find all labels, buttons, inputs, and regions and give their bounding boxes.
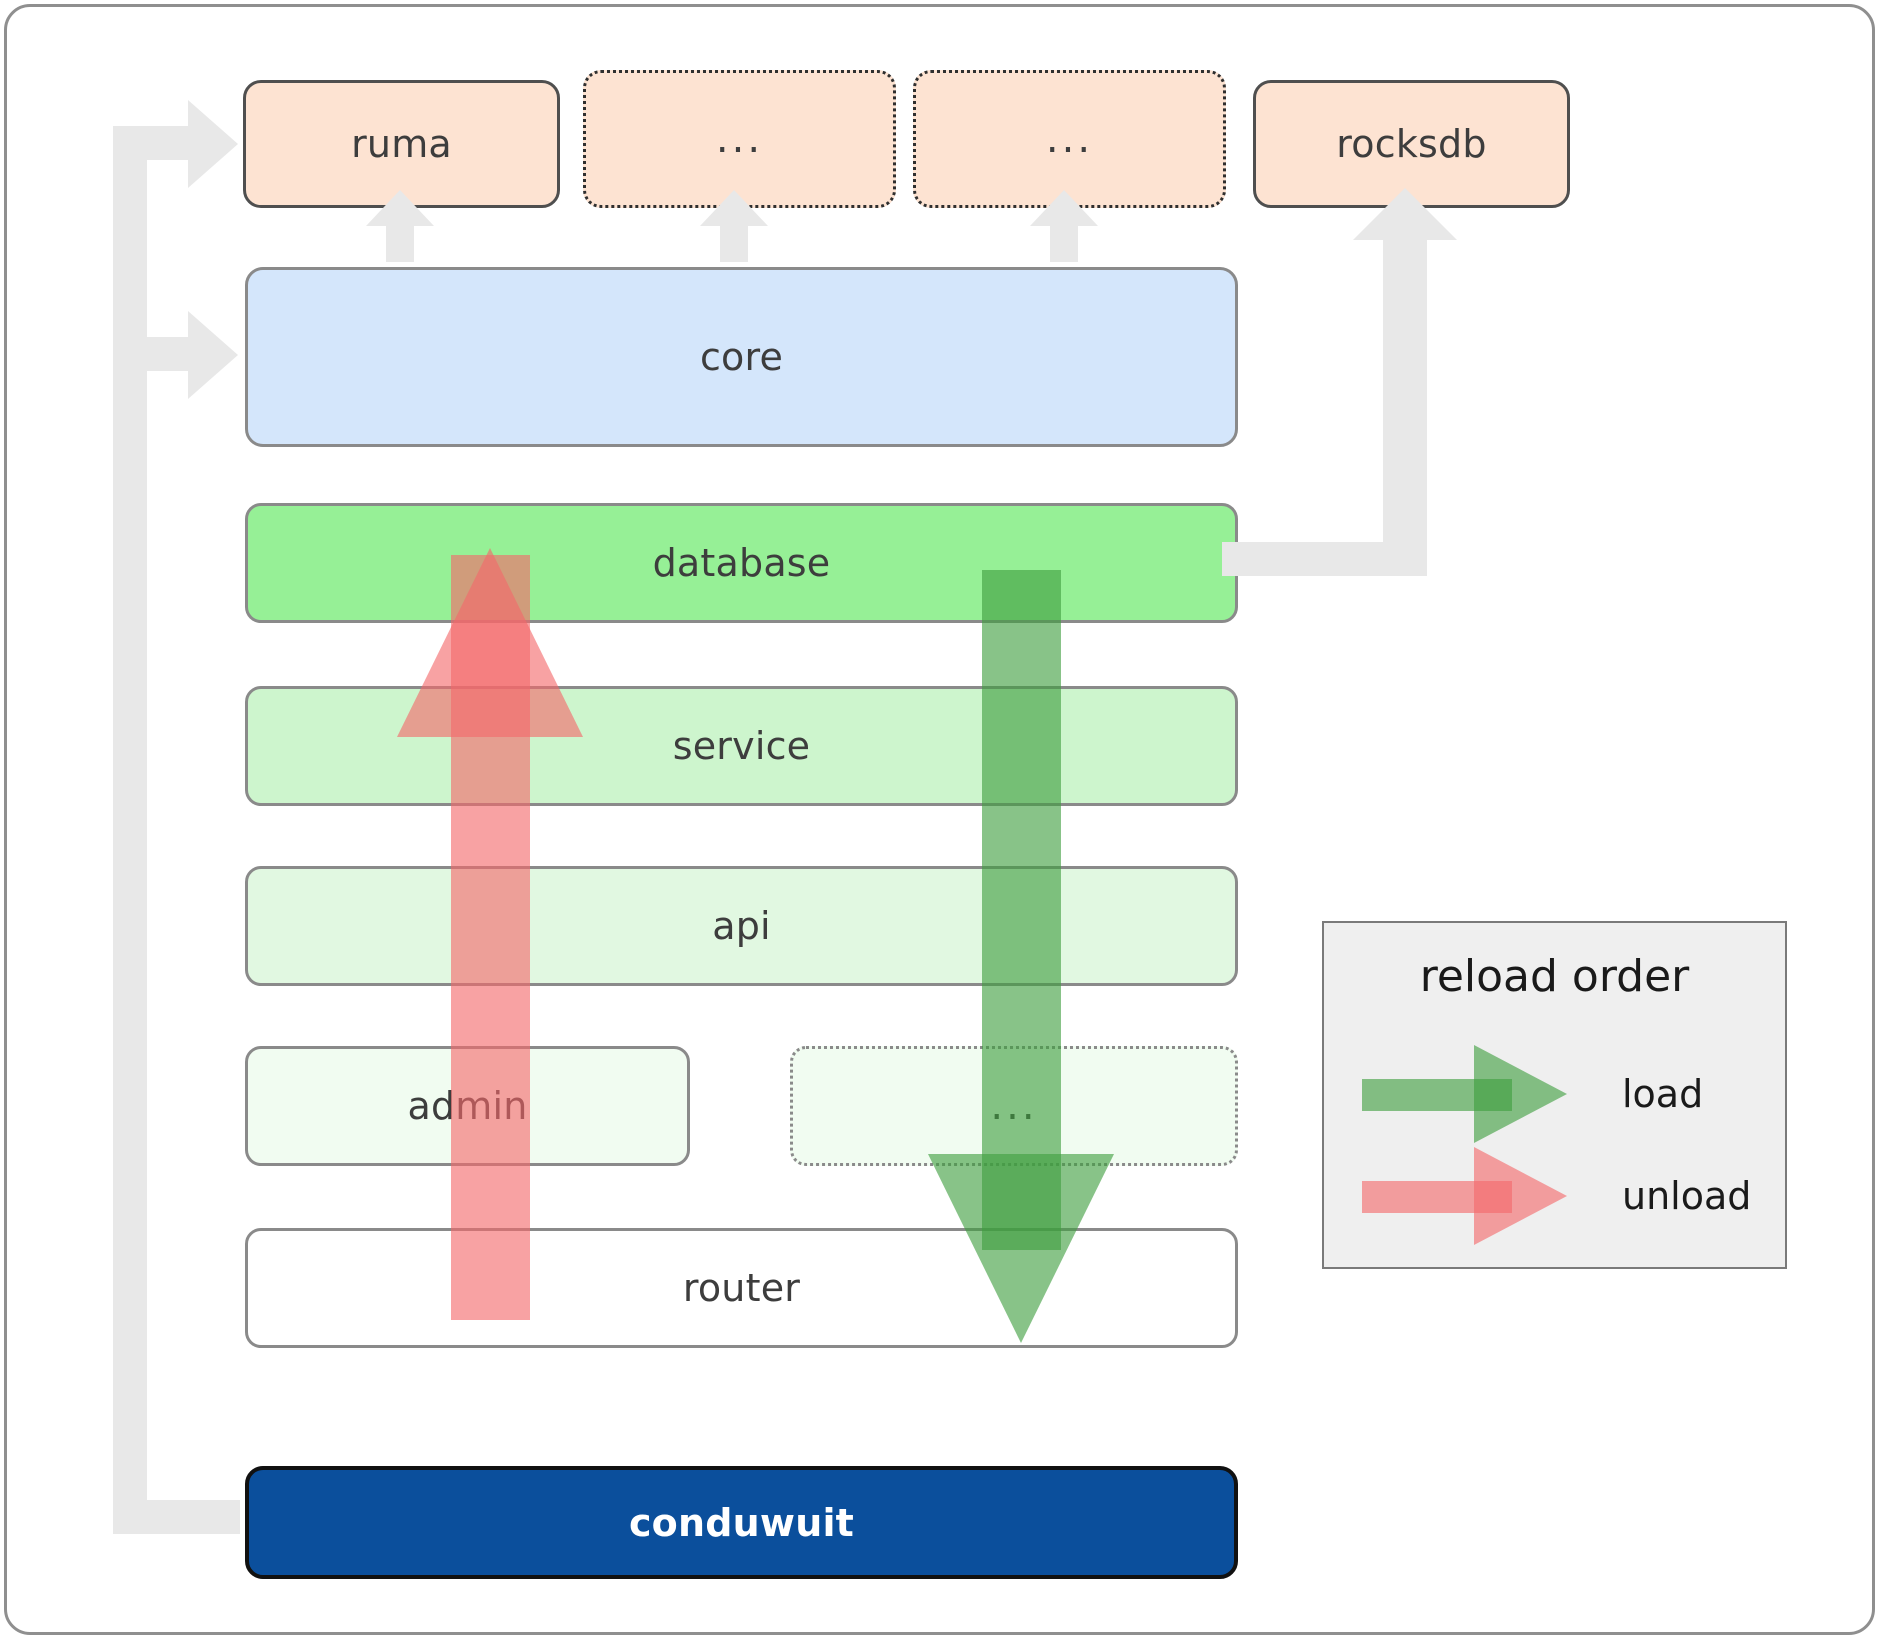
layer-label-database: database (652, 541, 831, 585)
layer-label-admin: admin (407, 1084, 528, 1128)
legend-arrow-unload-icon (1362, 1147, 1567, 1245)
dependency-label-dep2: ... (715, 116, 764, 162)
layer-label-router: router (682, 1266, 801, 1310)
layer-box-more[interactable]: ... (790, 1046, 1238, 1166)
layer-box-router[interactable]: router (245, 1228, 1238, 1348)
dependency-box-dep3[interactable]: ... (913, 70, 1226, 208)
dependency-label-rocksdb: rocksdb (1336, 122, 1487, 166)
core-box[interactable]: core (245, 267, 1238, 447)
core-label: core (699, 335, 784, 379)
legend-title: reload order (1419, 951, 1690, 1002)
dependency-label-ruma: ruma (351, 122, 452, 166)
legend-label-load: load (1622, 1072, 1704, 1116)
diagram-frame (4, 4, 1875, 1635)
legend-panel: reload order load unload (1322, 921, 1787, 1269)
layer-box-service[interactable]: service (245, 686, 1238, 806)
layer-label-more: ... (990, 1083, 1038, 1129)
root-box-conduwuit[interactable]: conduwuit (245, 1466, 1238, 1579)
layer-box-api[interactable]: api (245, 866, 1238, 986)
legend-arrow-load-icon (1362, 1045, 1567, 1143)
legend-label-unload: unload (1622, 1174, 1752, 1218)
dependency-box-ruma[interactable]: ruma (243, 80, 560, 208)
layer-box-admin[interactable]: admin (245, 1046, 690, 1166)
root-label-conduwuit: conduwuit (628, 1500, 855, 1545)
legend-row-unload: unload (1324, 1147, 1785, 1245)
layer-label-service: service (672, 724, 811, 768)
dependency-box-rocksdb[interactable]: rocksdb (1253, 80, 1570, 208)
layer-label-api: api (712, 904, 771, 948)
dependency-label-dep3: ... (1045, 116, 1094, 162)
layer-box-database[interactable]: database (245, 503, 1238, 623)
legend-row-load: load (1324, 1045, 1785, 1143)
dependency-box-dep2[interactable]: ... (583, 70, 896, 208)
